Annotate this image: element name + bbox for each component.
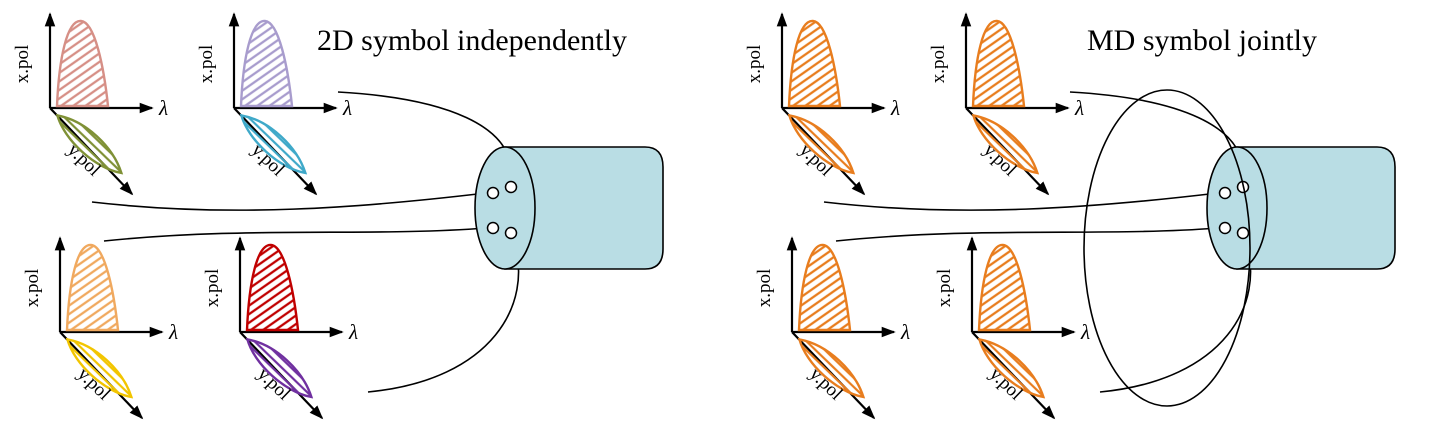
x-pol-pulse bbox=[55, 19, 110, 108]
right-panel-title: MD symbol jointly bbox=[1087, 24, 1317, 57]
y-pol-pulse bbox=[245, 337, 314, 399]
fiber-core bbox=[504, 180, 518, 194]
fiber bbox=[474, 146, 664, 270]
fiber bbox=[1206, 146, 1396, 270]
signal-arrow bbox=[103, 224, 488, 242]
lambda-axis-label: λ bbox=[348, 320, 358, 344]
y-pol-pulse bbox=[55, 113, 124, 175]
fiber-core bbox=[486, 221, 500, 235]
x-pol-axis-label: x.pol bbox=[196, 45, 217, 84]
left-panel-title: 2D symbol independently bbox=[317, 24, 627, 57]
x-pol-axis-label: x.pol bbox=[744, 45, 765, 84]
lambda-axis-label: λ bbox=[168, 320, 178, 344]
lambda-axis-label: λ bbox=[900, 320, 910, 344]
fiber-end-face bbox=[1206, 146, 1268, 270]
fiber-core bbox=[1236, 226, 1250, 240]
signal-arrow bbox=[91, 190, 488, 211]
fiber-core bbox=[1218, 186, 1232, 200]
fiber-body bbox=[1236, 146, 1396, 270]
x-pol-pulse bbox=[977, 243, 1032, 332]
x-pol-axis-label: x.pol bbox=[202, 269, 223, 308]
y-pol-pulse bbox=[787, 113, 856, 175]
y-pol-pulse bbox=[797, 337, 866, 399]
x-pol-pulse bbox=[971, 19, 1026, 108]
x-pol-pulse bbox=[65, 243, 120, 332]
signal-arrow bbox=[835, 224, 1220, 242]
y-pol-pulse bbox=[65, 337, 134, 399]
y-pol-pulse bbox=[239, 113, 308, 175]
x-pol-pulse bbox=[797, 243, 852, 332]
lambda-axis-label: λ bbox=[890, 96, 900, 120]
lambda-axis-label: λ bbox=[158, 96, 168, 120]
fiber-end-face bbox=[474, 146, 536, 270]
diagram-content: x.poly.polλx.poly.polλx.poly.polλx.poly.… bbox=[12, 12, 1396, 420]
fiber-body bbox=[504, 146, 664, 270]
x-pol-pulse bbox=[787, 19, 842, 108]
lambda-axis-label: λ bbox=[1074, 96, 1084, 120]
lambda-axis-label: λ bbox=[342, 96, 352, 120]
y-pol-pulse bbox=[977, 337, 1046, 399]
x-pol-pulse bbox=[239, 19, 294, 108]
x-pol-axis-label: x.pol bbox=[12, 45, 33, 84]
fiber-core bbox=[504, 226, 518, 240]
y-pol-pulse bbox=[971, 113, 1040, 175]
x-pol-axis-label: x.pol bbox=[928, 45, 949, 84]
lambda-axis-label: λ bbox=[1080, 320, 1090, 344]
x-pol-axis-label: x.pol bbox=[754, 269, 775, 308]
fiber-core bbox=[486, 186, 500, 200]
x-pol-axis-label: x.pol bbox=[22, 269, 43, 308]
joint-modulation-ellipse bbox=[1083, 89, 1251, 407]
x-pol-pulse bbox=[245, 243, 300, 332]
fiber-core bbox=[1218, 221, 1232, 235]
x-pol-axis-label: x.pol bbox=[934, 269, 955, 308]
signal-arrow bbox=[823, 190, 1220, 211]
